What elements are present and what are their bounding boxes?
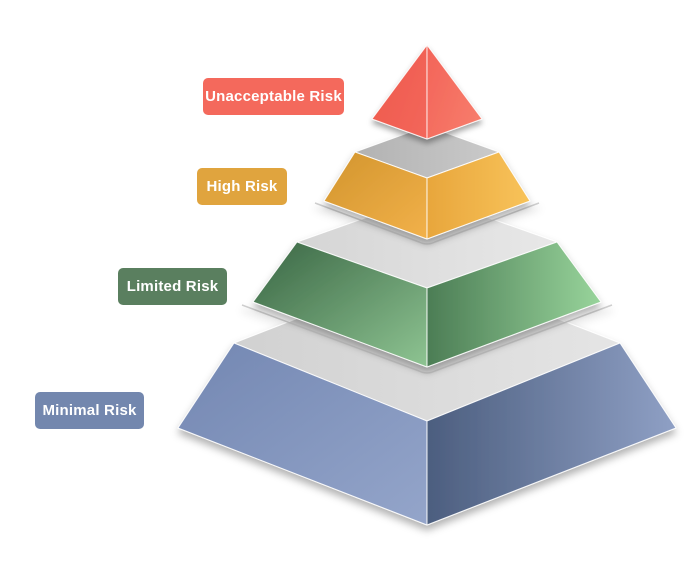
tier-unacceptable-risk: [371, 44, 483, 140]
tier-high-risk: [323, 125, 531, 240]
label-unacceptable-risk: Unacceptable Risk: [203, 78, 344, 115]
label-high-risk: High Risk: [197, 168, 287, 205]
tier-unacceptable-right-face: [426, 44, 483, 140]
platform-groove: [314, 202, 540, 245]
tier-limited-right-face: [426, 241, 602, 368]
tier-high-right-face: [426, 151, 531, 240]
label-limited-risk: Limited Risk: [118, 268, 227, 305]
tier-minimal-right-face: [426, 342, 677, 526]
label-minimal-risk: Minimal Risk: [35, 392, 144, 429]
platform-groove: [241, 304, 613, 374]
tier-limited-risk: [252, 195, 602, 368]
tier-unacceptable-left-face: [371, 44, 428, 140]
